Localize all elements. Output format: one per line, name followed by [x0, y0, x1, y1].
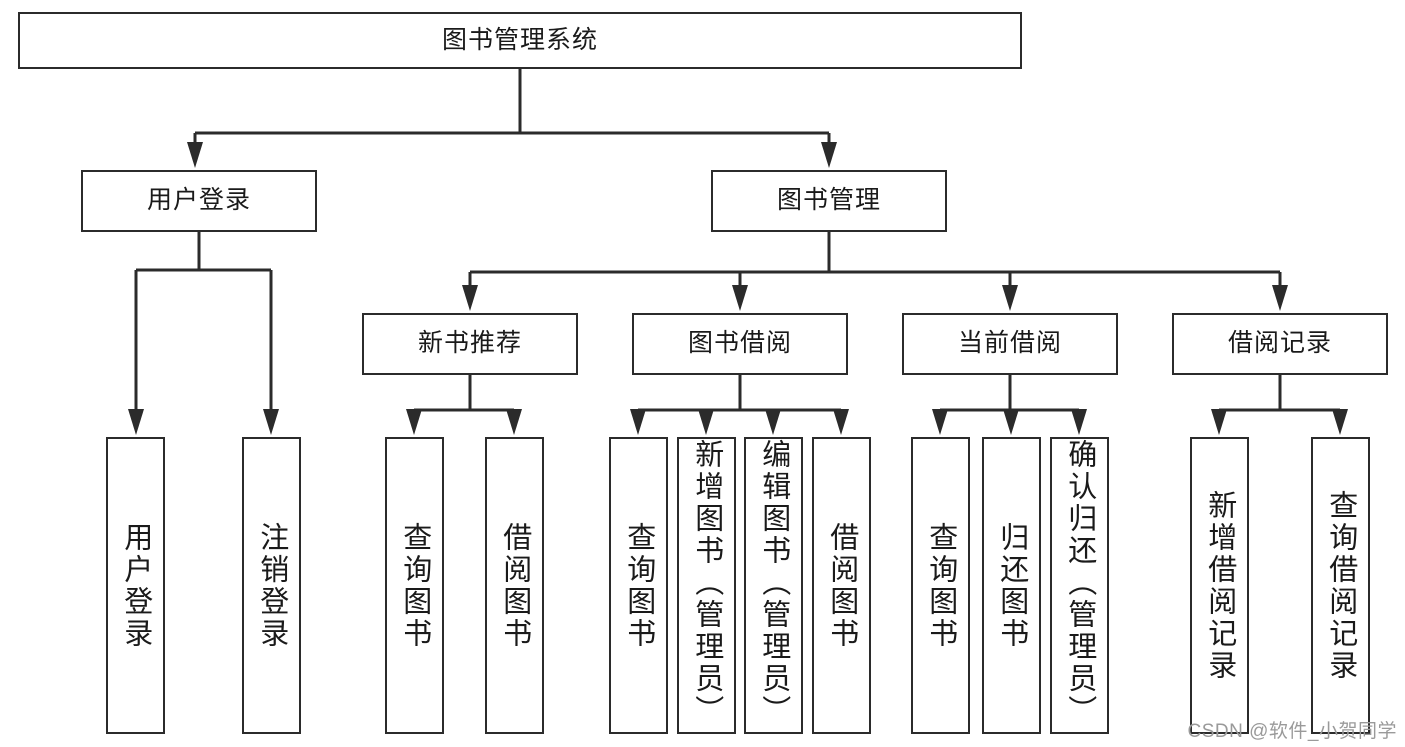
arrowhead-icon: [1003, 409, 1019, 435]
arrowhead-icon: [1071, 409, 1087, 435]
arrowhead-icon: [187, 142, 203, 168]
arrowhead-icon: [821, 142, 837, 168]
arrowhead-icon: [698, 409, 714, 435]
node-book-manage[interactable]: 图书管理: [711, 170, 947, 232]
arrowhead-icon: [1002, 285, 1018, 311]
node-label: 用户登录: [146, 186, 251, 215]
leaf-leaf-borrow-book-1[interactable]: 借阅图书: [485, 437, 544, 734]
leaf-leaf-user-login[interactable]: 用户登录: [106, 437, 165, 734]
leaf-leaf-borrow-book-2[interactable]: 借阅图书: [812, 437, 871, 734]
leaf-leaf-add-book[interactable]: 新增图书（管理员）: [677, 437, 736, 734]
node-label: 借阅记录: [1227, 329, 1332, 358]
node-label: 编辑图书（管理员）: [757, 439, 790, 727]
node-label: 借阅图书: [498, 521, 531, 650]
arrowhead-icon: [932, 409, 948, 435]
node-root[interactable]: 图书管理系统: [18, 12, 1022, 69]
arrowhead-icon: [732, 285, 748, 311]
watermark-text: CSDN @软件_小贺同学: [1187, 721, 1397, 742]
leaf-leaf-add-record[interactable]: 新增借阅记录: [1190, 437, 1249, 734]
leaf-leaf-return-book[interactable]: 归还图书: [982, 437, 1041, 734]
leaf-leaf-query-book-1[interactable]: 查询图书: [385, 437, 444, 734]
node-current-borrow[interactable]: 当前借阅: [902, 313, 1118, 375]
node-label: 注销登录: [255, 521, 288, 650]
arrowhead-icon: [630, 409, 646, 435]
node-borrow-record[interactable]: 借阅记录: [1172, 313, 1388, 375]
node-label: 查询图书: [398, 521, 431, 650]
node-label: 确认归还（管理员）: [1063, 439, 1096, 727]
arrowhead-icon: [1211, 409, 1227, 435]
leaf-leaf-query-book-2[interactable]: 查询图书: [609, 437, 668, 734]
arrowhead-icon: [833, 409, 849, 435]
arrowhead-icon: [128, 409, 144, 435]
node-label: 查询借阅记录: [1324, 489, 1357, 682]
arrowhead-icon: [765, 409, 781, 435]
node-label: 当前借阅: [957, 329, 1062, 358]
node-user-login[interactable]: 用户登录: [81, 170, 317, 232]
node-new-book-rec[interactable]: 新书推荐: [362, 313, 578, 375]
node-label: 借阅图书: [825, 521, 858, 650]
node-label: 新增借阅记录: [1203, 489, 1236, 682]
arrowhead-icon: [1332, 409, 1348, 435]
node-label: 图书借阅: [687, 329, 792, 358]
edge-paths: [134, 69, 1342, 429]
node-label: 新书推荐: [417, 329, 522, 358]
leaf-leaf-query-record[interactable]: 查询借阅记录: [1311, 437, 1370, 734]
node-label: 查询图书: [622, 521, 655, 650]
node-book-borrow[interactable]: 图书借阅: [632, 313, 848, 375]
arrowhead-icon: [263, 409, 279, 435]
leaf-leaf-confirm-return[interactable]: 确认归还（管理员）: [1050, 437, 1109, 734]
node-label: 归还图书: [995, 521, 1028, 650]
node-label: 图书管理: [776, 186, 881, 215]
node-label: 新增图书（管理员）: [690, 439, 723, 727]
leaf-leaf-query-book-3[interactable]: 查询图书: [911, 437, 970, 734]
node-label: 查询图书: [924, 521, 957, 650]
leaf-leaf-user-logout[interactable]: 注销登录: [242, 437, 301, 734]
node-label: 用户登录: [119, 521, 152, 650]
arrowhead-icon: [506, 409, 522, 435]
arrowhead-icon: [406, 409, 422, 435]
arrowhead-icon: [462, 285, 478, 311]
node-label: 图书管理系统: [441, 25, 598, 54]
leaf-leaf-edit-book[interactable]: 编辑图书（管理员）: [744, 437, 803, 734]
arrowhead-icon: [1272, 285, 1288, 311]
